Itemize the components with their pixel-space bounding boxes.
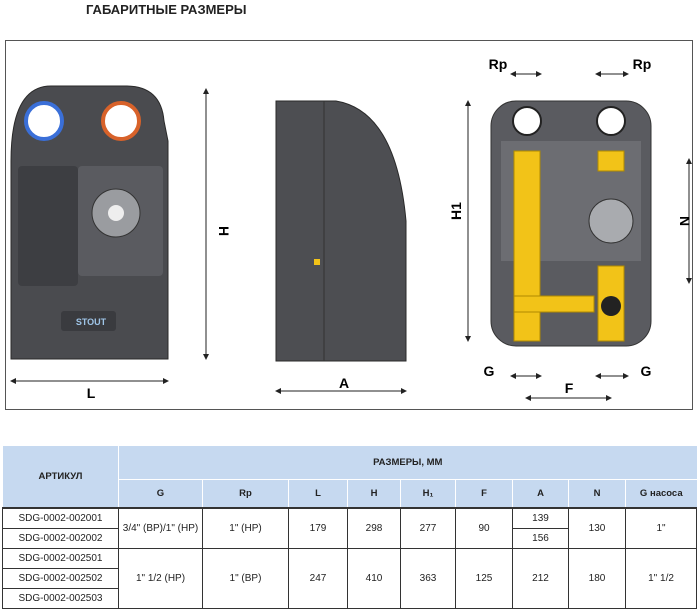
red-thermometer-icon [101,101,141,141]
g-pump-cell: 1" [624,507,698,549]
col-N: N [568,479,626,509]
col-Rp: Rp [202,479,289,509]
dim-label-F: F [565,380,574,396]
table-row: SDG-0002-002001 3/4" (ВР)/1" (НР) 1" (НР… [2,507,698,549]
page-title: ГАБАРИТНЫЕ РАЗМЕРЫ [86,2,247,17]
g-cell: 3/4" (ВР)/1" (НР) [118,507,203,549]
l-cell: 179 [288,507,348,549]
rp-cell: 1" (ВР) [202,548,289,609]
col-A: A [512,479,569,509]
thermometer-icon [596,106,626,136]
dim-label-A: A [339,375,349,391]
valve-icon [601,296,621,316]
dim-label-G-right: G [641,363,652,379]
col-G-pump: G насоса [624,479,697,509]
dim-label-H: H [216,226,232,236]
stout-logo: STOUT [76,317,107,327]
h-cell: 298 [347,507,401,549]
article-cell: SDG-0002-002501 [2,548,119,569]
header-article: АРТИКУЛ [2,446,119,509]
h-cell: 410 [347,548,401,609]
f-cell: 90 [455,507,513,549]
article-cell: SDG-0002-002002 [2,528,119,549]
article-cell: SDG-0002-002001 [2,507,119,529]
a-cell: 156 [512,528,569,549]
col-L: L [288,479,348,509]
a-cell: 212 [512,548,569,609]
g-cell: 1" 1/2 (НР) [118,548,203,609]
g-pump-cell: 1" 1/2 [624,548,698,609]
dimensions-table: АРТИКУЛ РАЗМЕРЫ, ММ G Rp L H H₁ F A N G … [2,446,698,609]
pump-icon [588,198,634,244]
dim-label-N: N [677,216,692,226]
f-cell: 125 [455,548,513,609]
side-view [275,100,407,362]
h1-cell: 277 [400,507,456,549]
dimension-drawing: STOUT L H A Rp Rp H1 N G G F [5,40,693,410]
col-F: F [455,479,513,509]
col-H1: H₁ [400,479,456,509]
dim-label-Rp-left: Rp [489,56,508,72]
col-H: H [347,479,401,509]
col-G: G [118,479,203,509]
drawing-svg: STOUT L H A Rp Rp H1 N G G F [10,56,693,401]
table-row: SDG-0002-002002 156 [2,528,697,549]
dim-label-Rp-right: Rp [633,56,652,72]
rp-cell: 1" (НР) [202,507,289,549]
hydraulic-view [490,100,652,347]
blue-thermometer-icon [24,101,64,141]
a-cell: 139 [512,507,569,529]
n-cell: 180 [568,548,626,609]
h1-cell: 363 [400,548,456,609]
dim-label-H1: H1 [448,202,464,220]
dim-label-G-left: G [484,363,495,379]
header-dimensions: РАЗМЕРЫ, ММ [117,446,697,480]
dim-label-L: L [87,385,96,401]
front-view: STOUT [10,85,169,360]
article-cell: SDG-0002-002502 [2,568,119,589]
l-cell: 247 [288,548,348,609]
n-cell: 130 [568,507,626,549]
thermometer-icon [512,106,542,136]
table-row: SDG-0002-002501 1" 1/2 (НР) 1" (ВР) 247 … [2,548,698,609]
